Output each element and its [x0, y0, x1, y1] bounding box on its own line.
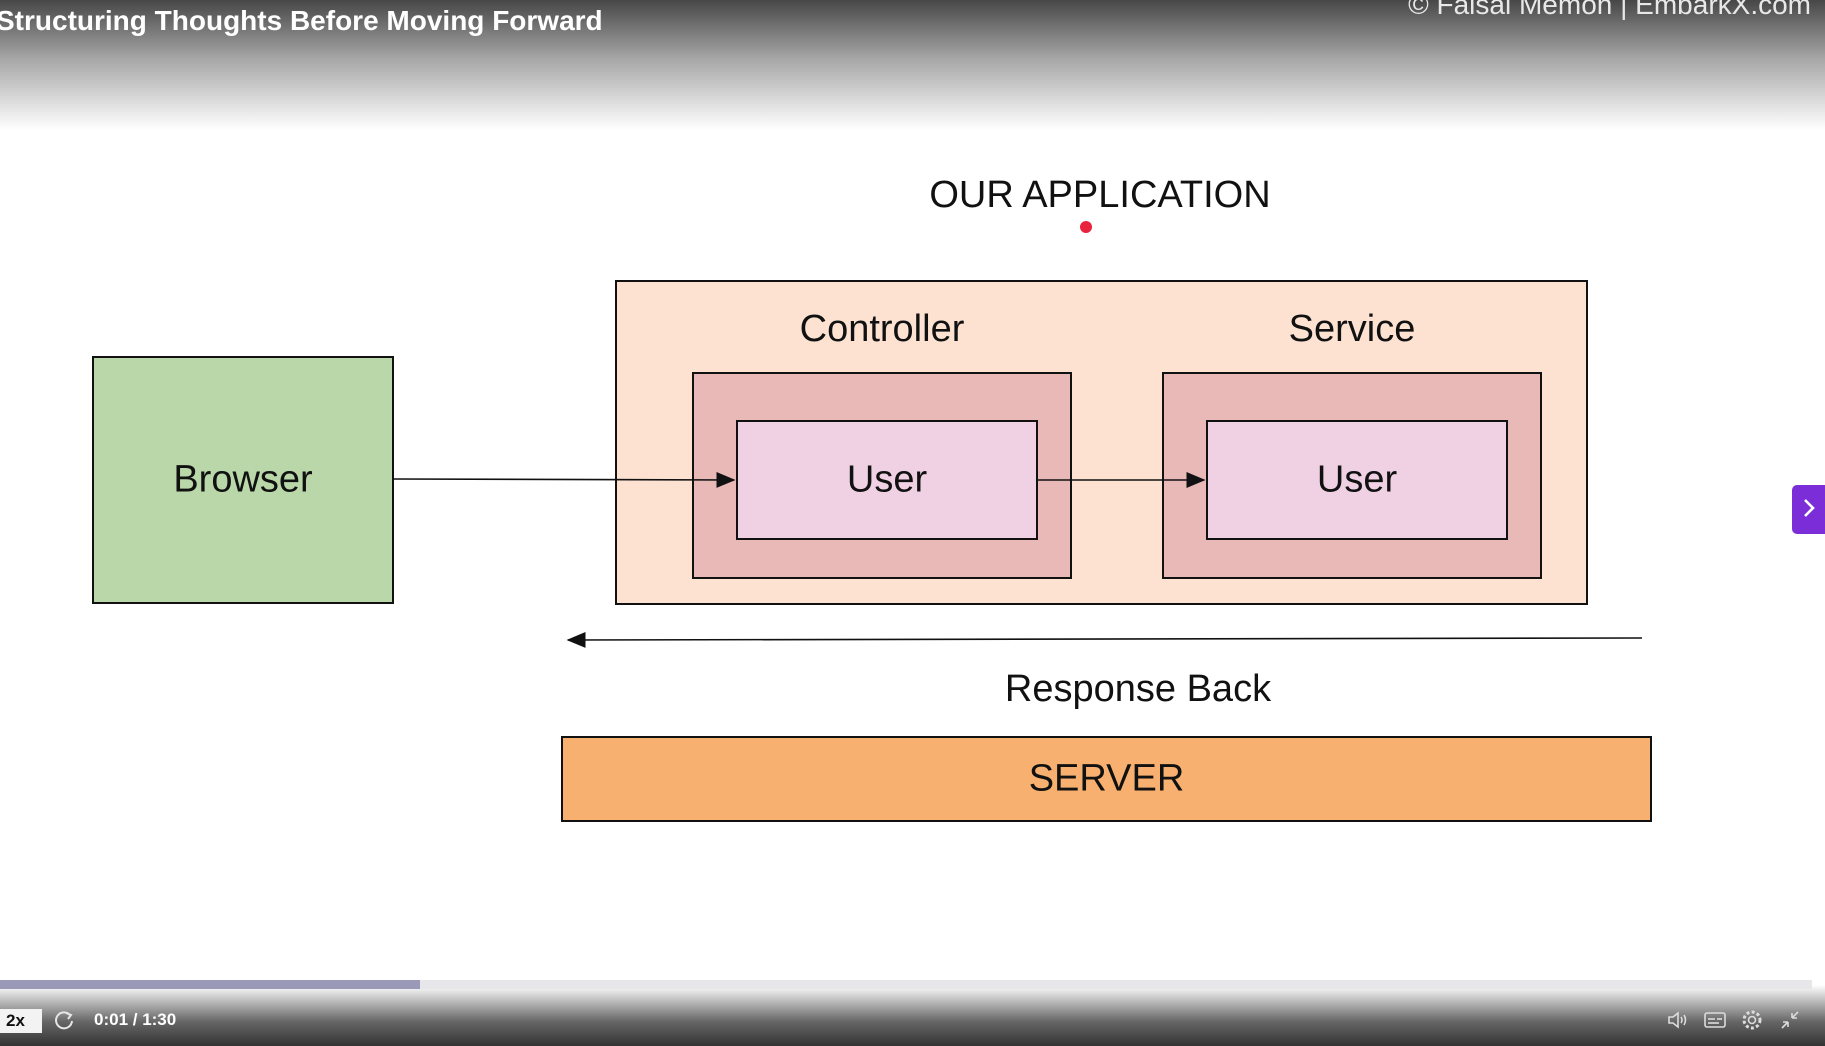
service-user-label: User	[1316, 458, 1398, 501]
controller-user-box: User	[736, 420, 1038, 540]
volume-icon[interactable]	[1666, 1008, 1690, 1037]
service-label: Service	[1288, 308, 1416, 350]
request-arrow	[393, 471, 736, 488]
title-overlay	[0, 0, 1825, 130]
service-user-box: User	[1206, 420, 1508, 540]
controller-user-label: User	[846, 458, 928, 501]
playback-speed-button[interactable]: 2x	[0, 1009, 42, 1033]
server-box: SERVER	[561, 736, 1652, 822]
response-arrow	[566, 631, 1643, 648]
replay-icon[interactable]	[53, 1009, 75, 1036]
controller-label: Controller	[799, 308, 965, 350]
progress-bar[interactable]	[0, 980, 1812, 989]
server-label: SERVER	[1028, 757, 1185, 800]
next-chevron-icon	[1802, 494, 1816, 526]
progress-fill	[0, 980, 421, 989]
video-title: Structuring Thoughts Before Moving Forwa…	[0, 5, 603, 36]
captions-icon[interactable]	[1703, 1008, 1727, 1037]
settings-icon[interactable]	[1740, 1008, 1764, 1037]
application-title: OUR APPLICATION	[929, 174, 1271, 216]
cursor-marker-dot	[1080, 221, 1092, 233]
browser-label: Browser	[173, 458, 313, 501]
response-back-label: Response Back	[1004, 668, 1272, 710]
next-lecture-button[interactable]	[1792, 485, 1825, 534]
copyright-watermark: © Faisal Memon | EmbarkX.com	[1408, 0, 1811, 20]
browser-box: Browser	[92, 356, 394, 604]
time-display: 0:01 / 1:30	[94, 1010, 177, 1029]
controls-overlay	[0, 985, 1825, 1046]
fullscreen-exit-icon[interactable]	[1778, 1008, 1802, 1037]
